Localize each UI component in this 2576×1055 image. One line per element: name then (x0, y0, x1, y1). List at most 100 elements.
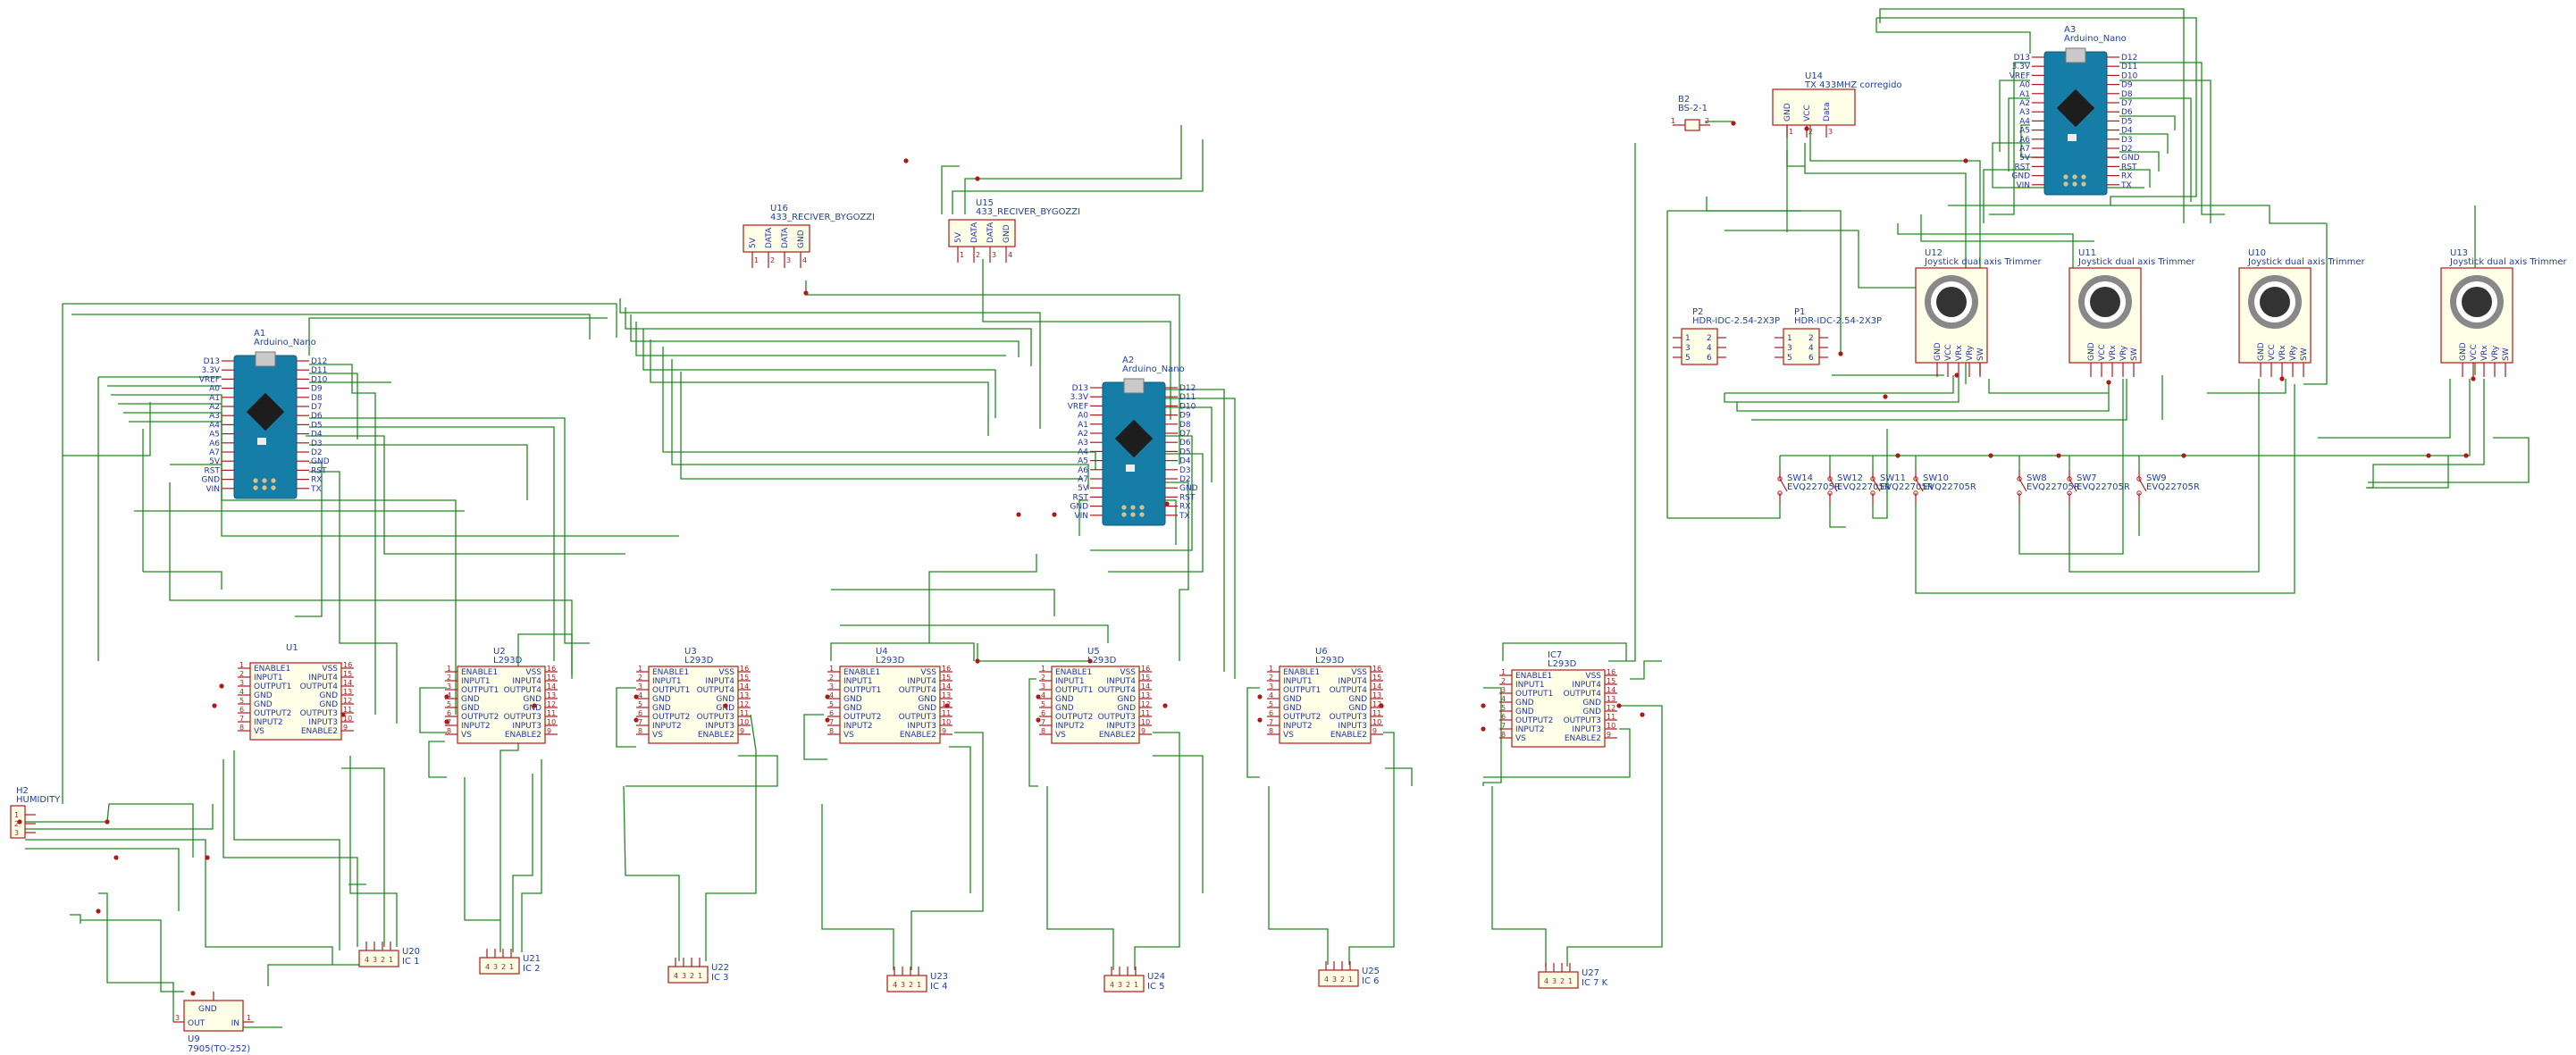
pin-label: A0 (1078, 412, 1088, 421)
pin-number: 13 (1372, 691, 1381, 699)
wire (98, 892, 174, 1022)
pin-label: VIN (1074, 512, 1088, 521)
pin-label: INPUT2 (843, 722, 873, 731)
junction-dot (532, 703, 537, 708)
pin-number: 16 (1372, 665, 1381, 673)
pin-label: OUTPUT1 (1515, 690, 1553, 699)
pin-label: INPUT4 (512, 677, 541, 686)
junction-dot (219, 683, 224, 689)
pin-label: A6 (1078, 466, 1088, 475)
pin-label: 5V (209, 457, 221, 466)
switch-contact (2136, 476, 2142, 481)
component-value: Joystick dual axis Trimmer (2449, 257, 2568, 267)
pin-number: 3 (447, 682, 451, 691)
wire (1491, 786, 1547, 967)
pin-label: GND (1934, 342, 1942, 361)
pin-label: INPUT2 (1515, 725, 1545, 734)
wire (242, 1022, 282, 1028)
pin-label: GND (918, 695, 936, 704)
pin-label: A2 (209, 403, 220, 412)
pin-label: D4 (2121, 127, 2133, 136)
component-value: Arduino_Nano (2064, 34, 2127, 44)
wire (831, 589, 1055, 616)
pin-label: D11 (2121, 63, 2137, 71)
pin-number: 15 (343, 670, 352, 678)
wire (2318, 379, 2451, 439)
wire (1268, 786, 1329, 965)
pin-label: INPUT4 (1338, 677, 1367, 686)
pin-label: DATA (986, 222, 995, 243)
pin-label: INPUT2 (1055, 722, 1085, 731)
component-ref: U11 (2078, 248, 2096, 258)
component-value: Arduino_Nano (1122, 364, 1185, 374)
wire (1090, 435, 1193, 551)
pin-label: INPUT1 (652, 677, 682, 686)
pin-label: OUTPUT4 (899, 686, 937, 695)
pin-number: 12 (1607, 704, 1615, 712)
junction-dot (1895, 453, 1901, 458)
pin-label: OUTPUT3 (1564, 716, 1601, 725)
pin-number: 7 (829, 718, 834, 726)
pin-label: VRy (2491, 345, 2500, 361)
symbol-body (479, 957, 520, 975)
component-ref: IC7 (1548, 650, 1562, 660)
pin-label: A0 (2019, 81, 2030, 90)
pin-number: 5 (239, 697, 244, 705)
pin-label: INPUT1 (1055, 677, 1085, 686)
pin-label: OUTPUT3 (899, 713, 936, 722)
pin-label: GND (918, 704, 936, 713)
pin-number: 8 (239, 724, 244, 732)
pin-number: 4 (365, 956, 369, 964)
pin-label: A1 (2019, 90, 2030, 99)
pin-label: INPUT2 (1283, 722, 1313, 731)
pin-number: 5 (1041, 700, 1045, 708)
pin-label: D2 (1179, 475, 1191, 484)
pin-number: 2 (1501, 677, 1506, 685)
wire (309, 444, 528, 500)
pin-label: OUTPUT2 (1283, 713, 1321, 722)
wire (71, 314, 591, 339)
pin-number: 1 (1685, 334, 1691, 343)
switch-contact (1777, 476, 1783, 481)
pin-label: RST (1073, 493, 1089, 502)
pin-number: 4 (1707, 344, 1712, 353)
pin-label: GND (716, 695, 734, 704)
pin-label: ENABLE1 (843, 668, 880, 677)
